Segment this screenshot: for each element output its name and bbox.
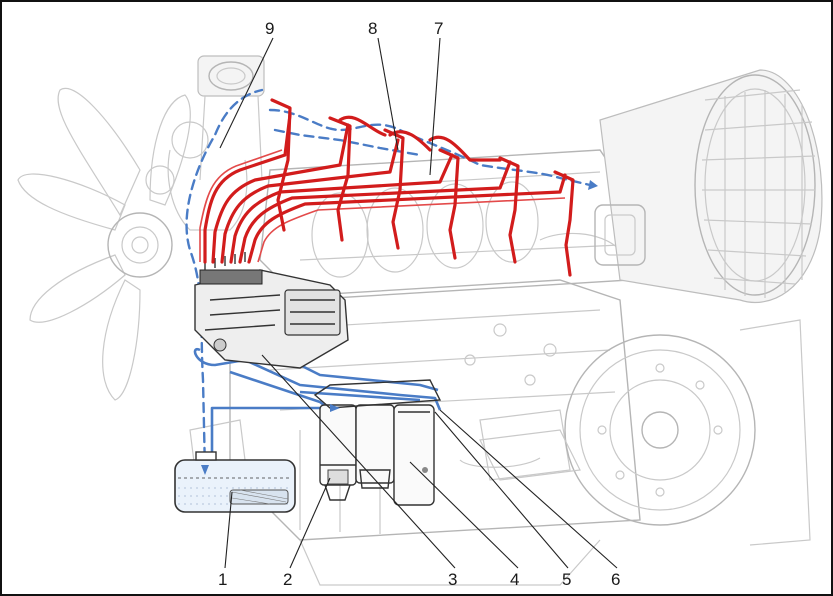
flywheel-housing [459,319,811,546]
injectors [270,98,575,277]
label-7: 7 [434,19,443,38]
filter-bracket [313,379,442,409]
flow-arrows [201,180,598,475]
cooling-fan [17,87,191,401]
fuel-filter-secondary [355,404,395,489]
label-3: 3 [448,570,457,589]
label-5: 5 [562,570,571,589]
injection-pump [194,252,349,369]
label-2: 2 [283,570,292,589]
fuel-filter-main [393,404,435,506]
turbocharger [145,55,265,231]
fuel-tank [174,451,296,513]
label-9: 9 [265,19,274,38]
label-1: 1 [218,570,227,589]
air-filter [594,69,823,304]
label-8: 8 [368,19,377,38]
label-4: 4 [510,570,519,589]
label-6: 6 [611,570,620,589]
leader-lines [219,37,618,569]
